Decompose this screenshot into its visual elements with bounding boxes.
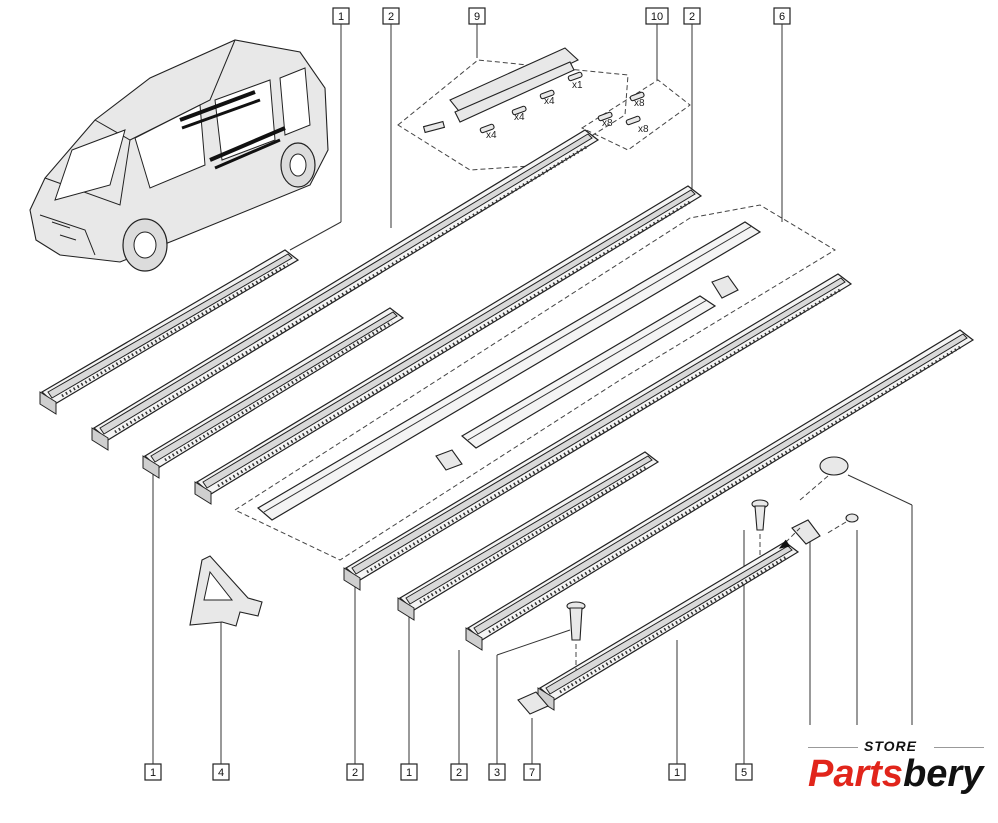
label-bottom-3: 3 [488,763,506,781]
svg-text:2: 2 [689,11,695,23]
bolt-part-3 [566,601,586,670]
rail-part-2b [194,185,703,505]
label-bottom-1c: 1 [668,763,686,781]
plug-part [799,456,849,501]
kit-9-rail-section [422,47,579,134]
svg-text:x8: x8 [638,124,649,135]
label-bottom-7: 7 [523,763,541,781]
leader-lines-bottom [152,470,913,764]
svg-text:x4: x4 [486,130,497,141]
rail-part-1b [142,307,405,479]
svg-text:1: 1 [150,767,156,779]
svg-text:x8: x8 [602,118,613,129]
label-top-6: 6 [773,7,791,25]
partsbery-logo: STORE Partsbery [806,738,986,802]
label-top-2b: 2 [683,7,701,25]
end-cap-part [778,519,821,549]
vehicle-illustration [29,39,329,272]
leader-lines-top [289,24,783,251]
rail-part-2d [465,329,975,651]
svg-text:x1: x1 [572,80,583,91]
rail-part-6-clip-bottom [435,449,463,471]
rail-part-6-strip-short [460,295,717,449]
logo-store-text: STORE [864,738,917,754]
svg-text:2: 2 [388,11,394,23]
kit-9-fasteners: x1 x4 x4 x4 [479,71,583,141]
svg-text:2: 2 [352,767,358,779]
rail-part-2a [91,129,600,451]
group-6-outline [233,204,836,561]
logo-rule-right [934,747,984,748]
label-top-10: 10 [645,7,669,25]
svg-text:5: 5 [741,767,747,779]
rail-part-2c [343,273,853,591]
svg-text:x4: x4 [544,96,555,107]
label-top-1: 1 [332,7,350,25]
svg-text:x4: x4 [514,112,525,123]
svg-text:2: 2 [456,767,462,779]
label-bottom-2a: 2 [346,763,364,781]
svg-text:4: 4 [218,767,224,779]
logo-brand-black: bery [903,753,984,795]
rail-part-1a [39,249,300,415]
bolt-part-5 [751,499,769,555]
rail-part-6-strip-long [256,221,762,521]
rail-part-1d [537,541,800,711]
handle-part-4 [189,555,263,627]
svg-text:6: 6 [779,11,785,23]
kit-10-fasteners: x8 x8 x8 [597,91,649,135]
label-top-9: 9 [468,7,486,25]
svg-text:x8: x8 [634,98,645,109]
svg-text:1: 1 [338,11,344,23]
svg-text:10: 10 [651,11,663,23]
label-bottom-1b: 1 [400,763,418,781]
label-top-2a: 2 [382,7,400,25]
logo-brand: Partsbery [808,752,983,796]
clip-part-7 [517,691,549,715]
label-bottom-1a: 1 [144,763,162,781]
label-bottom-4: 4 [212,763,230,781]
washer-part [825,513,859,535]
rail-part-6-clip-top [711,275,739,299]
label-bottom-2b: 2 [450,763,468,781]
logo-brand-red: Parts [808,753,904,795]
svg-text:1: 1 [674,767,680,779]
logo-rule-left [808,747,858,748]
rail-part-1c [397,451,660,621]
svg-text:3: 3 [494,767,500,779]
svg-text:7: 7 [529,767,535,779]
label-bottom-5: 5 [735,763,753,781]
svg-text:1: 1 [406,767,412,779]
svg-text:9: 9 [474,11,480,23]
